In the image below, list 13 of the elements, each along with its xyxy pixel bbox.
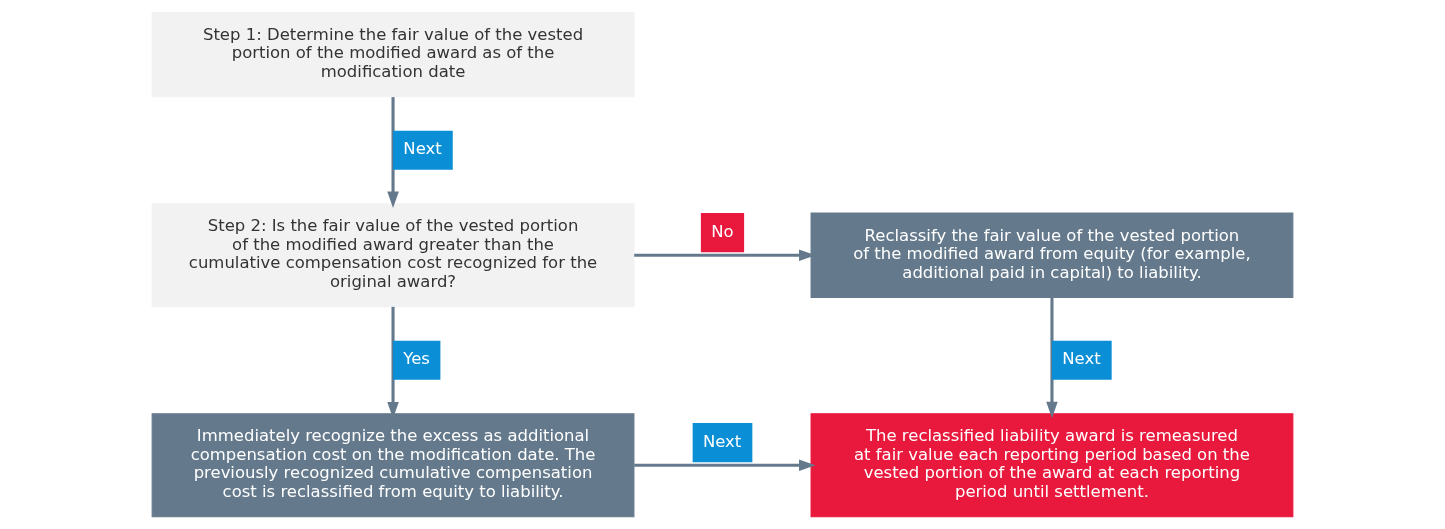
edge-label: No <box>711 221 734 241</box>
node-box: The reclassified liability award is remeasured at fair value each reporting period based on the vested portion of the award at each reporting period until settlement. <box>810 413 1294 518</box>
arrow <box>634 459 816 472</box>
node-box: Step 2: Is the fair value of the vested portion of the modified award greater than the cumulative compensation cost recognized for the original award? <box>151 203 635 308</box>
edge-label: Next <box>403 139 442 159</box>
node-box: Step 1: Determine the fair value of the vested portion of the modified award as of the modification date <box>151 11 635 98</box>
edge-label: Next <box>1062 349 1101 369</box>
node-box: Immediately recognize the excess as additional compensation cost on the modification date. The previously recognized cumulative compensation cost is reclassified from equity to liability. <box>151 413 635 518</box>
arrow <box>387 97 399 209</box>
edge-label: Yes <box>403 349 430 369</box>
node-box: Reclassify the fair value of the vested portion of the modified award from equity (for example, additional paid in capital) to liability. <box>810 212 1294 298</box>
edge-label: Next <box>702 431 742 451</box>
arrow <box>1046 297 1058 419</box>
